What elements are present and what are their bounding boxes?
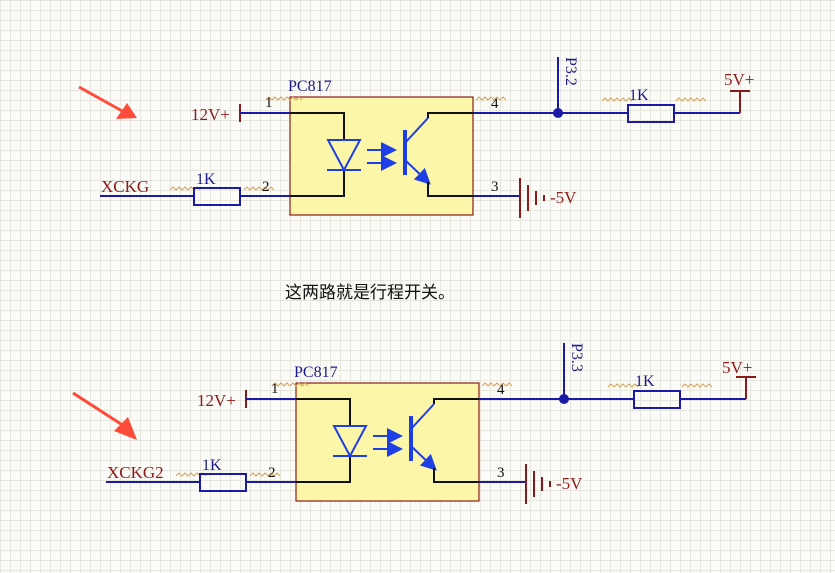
port-label-1: P3.2 — [562, 57, 579, 86]
ground-label-2: -5V — [556, 474, 583, 493]
red-arrow-icon-1 — [78, 85, 137, 119]
chip-label-2: PC817 — [294, 364, 338, 381]
circuit-2-wiring — [106, 343, 756, 504]
chip-label-1: PC817 — [288, 78, 332, 95]
pin-1-label-2: 1 — [271, 381, 279, 397]
resistor-in-label-1: 1K — [196, 171, 216, 188]
supply-label-2: 5V+ — [722, 358, 752, 377]
resistor-out-label-1: 1K — [629, 87, 649, 104]
pin-1-label-1: 1 — [265, 95, 273, 111]
pin-2-label-2: 2 — [268, 465, 276, 481]
input-signal-label-2: XCKG2 — [107, 463, 164, 482]
resistor-in-label-2: 1K — [202, 457, 222, 474]
ground-label-1: -5V — [550, 188, 577, 207]
note-text: 这两路就是行程开关。 — [285, 283, 455, 303]
pin-4-label-2: 4 — [497, 382, 505, 398]
input-pos-label-1: 12V+ — [191, 105, 230, 124]
optocoupler-circuit-2: PC817 12V+ XCKG2 1K 1K 5V+ -5V P3.3 1 2 … — [72, 343, 756, 504]
supply-label-1: 5V+ — [724, 70, 754, 89]
optocoupler-circuit-1: PC817 12V+ XCKG 1K 1K 5V+ -5V P3.2 1 2 3… — [78, 57, 754, 218]
resistor-out-label-2: 1K — [635, 373, 655, 390]
pin-2-label-1: 2 — [262, 179, 270, 195]
red-arrow-icon-2 — [72, 391, 137, 440]
port-label-2: P3.3 — [568, 343, 585, 372]
pin-3-label-2: 3 — [497, 465, 505, 481]
circuit-1-wiring — [100, 57, 750, 218]
input-pos-label-2: 12V+ — [197, 391, 236, 410]
pin-4-label-1: 4 — [491, 96, 499, 112]
input-signal-label-1: XCKG — [101, 177, 149, 196]
pin-3-label-1: 3 — [491, 179, 499, 195]
